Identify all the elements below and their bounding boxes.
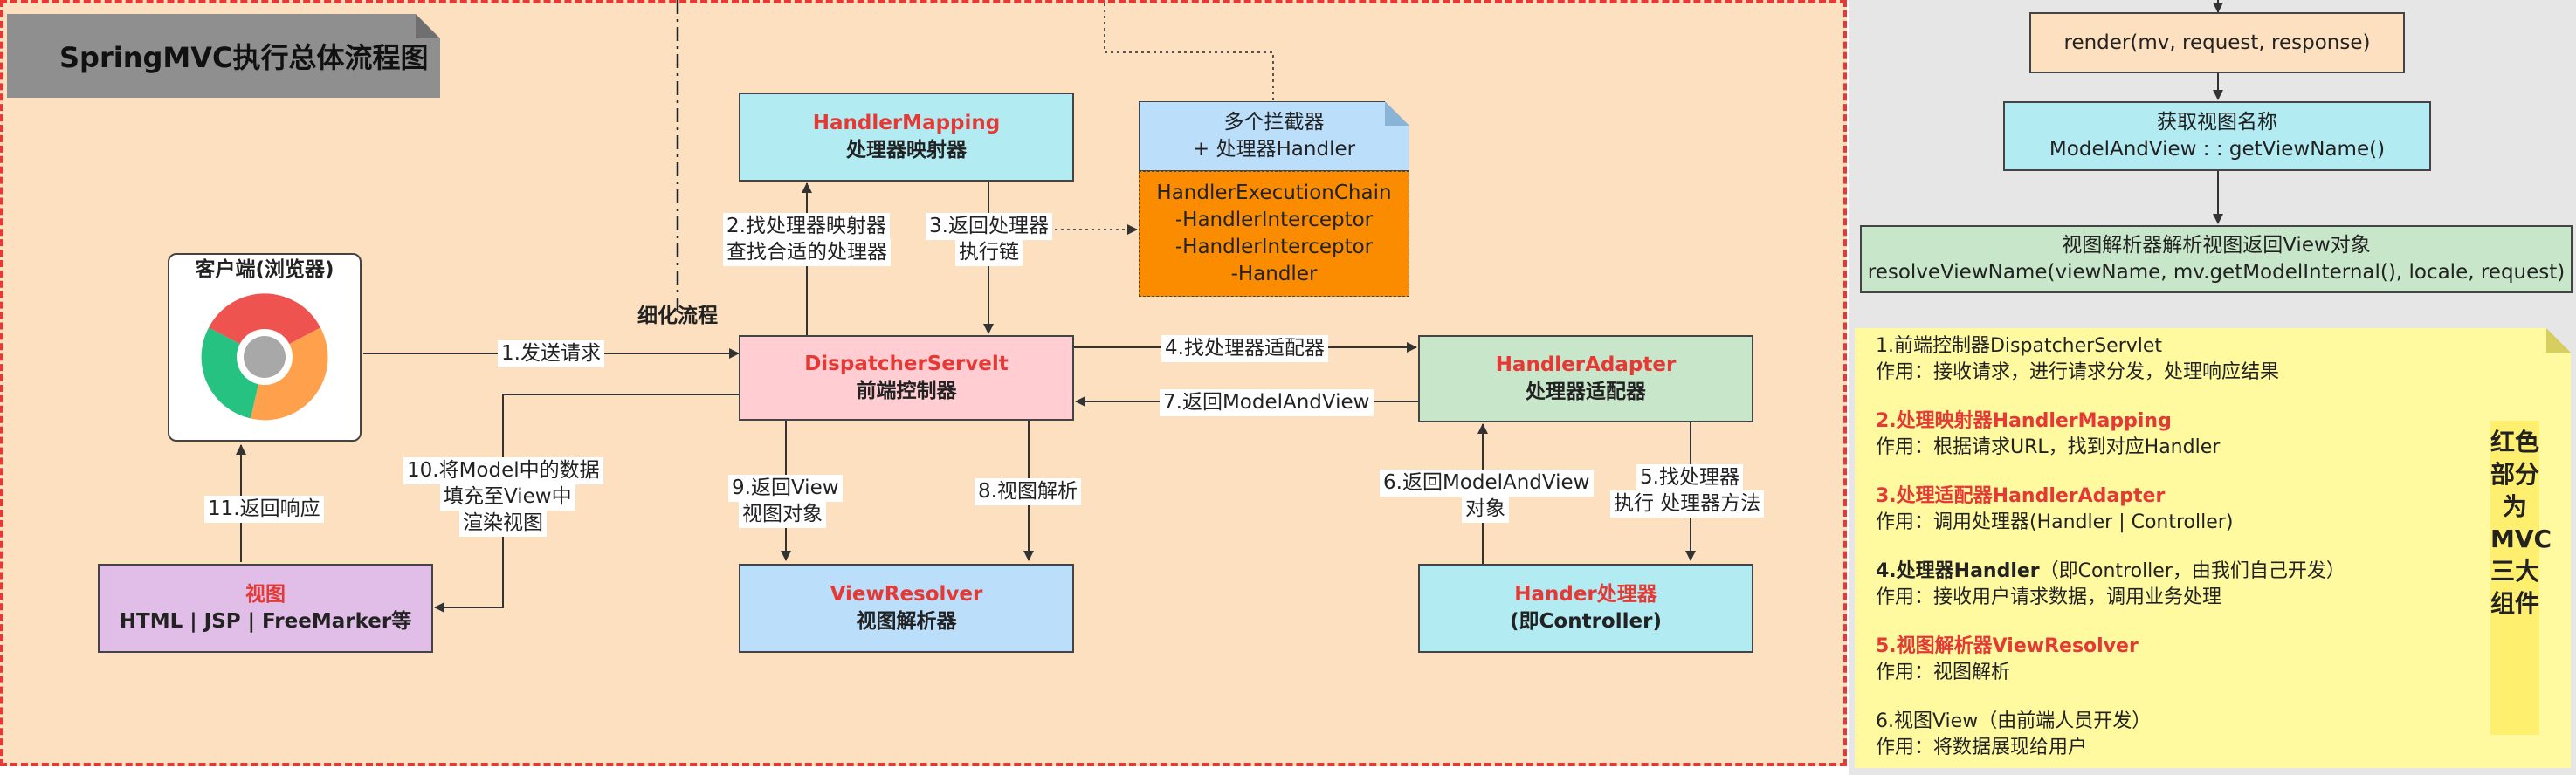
handler-adapter-box: HandlerAdapter 处理器适配器 <box>1418 335 1753 422</box>
dispatcher-desc: 前端控制器 <box>856 380 957 402</box>
step-9-label-b: 视图对象 <box>739 501 826 528</box>
component-6-title: 6.视图View <box>1876 710 1979 732</box>
step-10-label-b: 填充至View中 <box>440 484 575 511</box>
step-6-label-b: 对象 <box>1462 496 1509 523</box>
component-4-title: 4.处理器Handler <box>1876 560 2040 582</box>
step-1-label: 1.发送请求 <box>498 340 604 367</box>
step-7-label: 7.返回ModelAndView <box>1160 389 1374 416</box>
handler-desc: (即Controller) <box>1510 610 1662 633</box>
component-1-desc: 作用：接收请求，进行请求分发，处理响应结果 <box>1876 361 2280 383</box>
note-fold-corner <box>1385 101 1409 126</box>
chain-line4: -Handler <box>1230 263 1318 285</box>
view-resolver-box: ViewResolver 视图解析器 <box>739 564 1074 653</box>
component-5-title: 5.视图解析器ViewResolver <box>1876 635 2139 657</box>
diagram-title: SpringMVC执行总体流程图 <box>7 14 440 98</box>
handler-controller-box: Hander处理器 (即Controller) <box>1418 564 1753 653</box>
chain-to-detail-dotted <box>1104 0 1274 100</box>
interceptors-line1: 多个拦截器 <box>1223 111 1325 134</box>
components-note: 1.前端控制器DispatcherServlet 作用：接收请求，进行请求分发，… <box>1855 328 2571 768</box>
component-6-note: （由前端人员开发） <box>1978 710 2152 732</box>
dispatcher-servlet-box: DispatcherServelt 前端控制器 <box>739 335 1074 421</box>
view-name: 视图 <box>245 583 286 606</box>
handler-mapping-desc: 处理器映射器 <box>846 139 967 161</box>
step-2-label-a: 2.找处理器映射器 <box>723 213 890 240</box>
handler-adapter-desc: 处理器适配器 <box>1526 381 1646 403</box>
view-resolver-desc: 视图解析器 <box>856 610 957 633</box>
component-2-title: 2.处理映射器HandlerMapping <box>1876 410 2172 432</box>
resolve-view-box: 视图解析器解析视图返回View对象 resolveViewName(viewNa… <box>1860 225 2573 293</box>
chain-line1: HandlerExecutionChain <box>1156 182 1392 204</box>
step-8-label: 8.视图解析 <box>975 478 1081 505</box>
component-5-desc: 作用：视图解析 <box>1876 662 2011 683</box>
chrome-browser-icon <box>201 293 328 421</box>
step-11-label: 11.返回响应 <box>204 496 324 523</box>
step-4-label: 4.找处理器适配器 <box>1161 335 1328 362</box>
dispatcher-name: DispatcherServelt <box>804 353 1009 375</box>
render-step-box: render(mv, request, response) <box>2029 12 2405 73</box>
component-6-desc: 作用：将数据展现给用户 <box>1876 737 2088 758</box>
view-resolver-name: ViewResolver <box>830 583 983 606</box>
handler-name: Hander处理器 <box>1514 583 1657 606</box>
step-5-label-b: 执行 处理器方法 <box>1610 490 1765 518</box>
chain-line3: -HandlerInterceptor <box>1174 236 1374 258</box>
component-4-note: （即Controller，由我们自己开发） <box>2039 560 2345 582</box>
component-2-desc: 作用：根据请求URL，找到对应Handler <box>1876 436 2221 458</box>
render-text: render(mv, request, response) <box>2063 31 2371 54</box>
resolve-line-a: 视图解析器解析视图返回View对象 <box>2062 234 2371 257</box>
step-9-label-a: 9.返回View <box>728 475 843 502</box>
step-2-label-b: 查找合适的处理器 <box>723 239 891 266</box>
refine-flow-label: 细化流程 <box>637 305 718 327</box>
view-desc: HTML | JSP | FreeMarker等 <box>119 610 412 633</box>
step-5-label-a: 5.找处理器 <box>1636 464 1743 491</box>
mvc-components-label: 红色部分为MVC三大组件 <box>2490 421 2552 735</box>
execution-chain-box: HandlerExecutionChain -HandlerIntercepto… <box>1139 171 1409 297</box>
interceptors-line2: + 处理器Handler <box>1192 138 1356 161</box>
step-3-label-a: 3.返回处理器 <box>926 213 1052 240</box>
step-6-label-a: 6.返回ModelAndView <box>1380 470 1594 497</box>
handler-adapter-name: HandlerAdapter <box>1495 353 1677 376</box>
get-view-name-box: 获取视图名称 ModelAndView : : getViewName() <box>2003 101 2431 171</box>
step-10-label-a: 10.将Model中的数据 <box>403 457 603 484</box>
step-3-label-b: 执行链 <box>955 239 1023 266</box>
get-view-line-a: 获取视图名称 <box>2157 111 2277 134</box>
resolve-line-b: resolveViewName(viewName, mv.getModelInt… <box>1867 261 2566 284</box>
interceptors-note: 多个拦截器 + 处理器Handler <box>1139 101 1409 171</box>
component-4-desc: 作用：接收用户请求数据，调用业务处理 <box>1876 586 2222 608</box>
handler-mapping-box: HandlerMapping 处理器映射器 <box>739 93 1074 182</box>
get-view-line-b: ModelAndView : : getViewName() <box>2049 138 2386 161</box>
component-3-title: 3.处理适配器HandlerAdapter <box>1876 485 2166 507</box>
component-1-title: 1.前端控制器DispatcherServlet <box>1876 335 2163 357</box>
client-title: 客户端(浏览器) <box>195 258 334 281</box>
client-browser-box: 客户端(浏览器) <box>168 253 362 442</box>
component-3-desc: 作用：调用处理器(Handler | Controller) <box>1876 511 2234 533</box>
step-10-label-c: 渲染视图 <box>459 510 547 537</box>
view-box: 视图 HTML | JSP | FreeMarker等 <box>98 564 433 653</box>
handler-mapping-name: HandlerMapping <box>812 112 1001 134</box>
chain-line2: -HandlerInterceptor <box>1174 209 1374 231</box>
